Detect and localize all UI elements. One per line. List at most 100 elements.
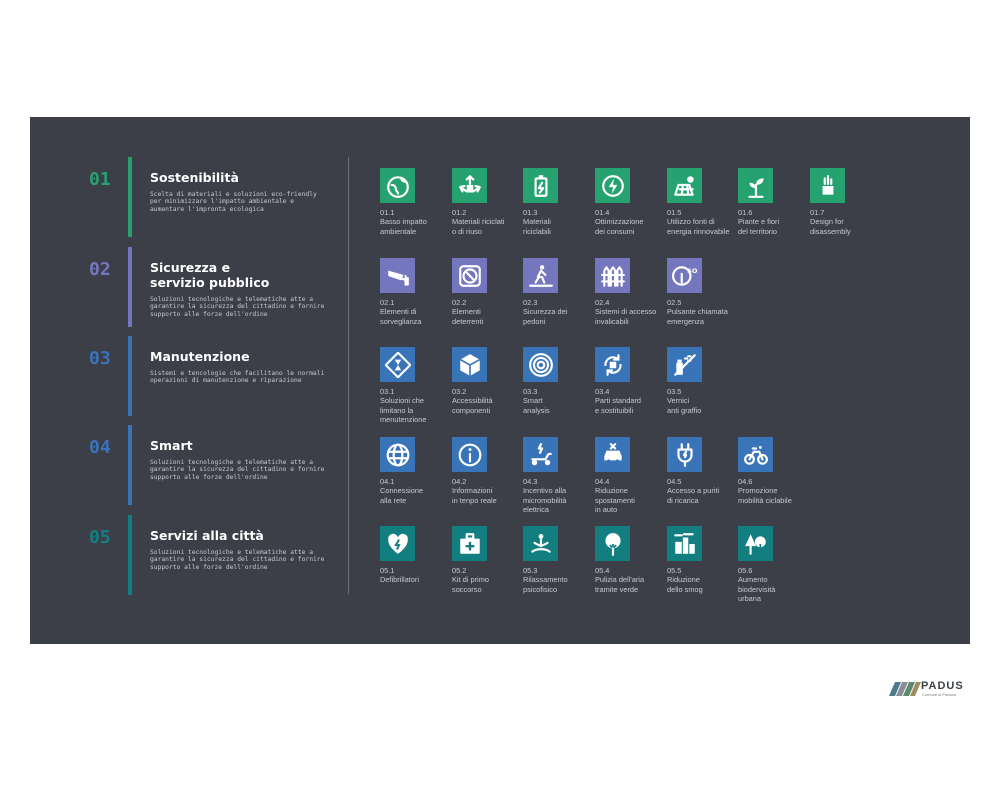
info-icon [452,437,487,472]
feature-code: 01.2 [452,208,467,217]
box-icon [452,347,487,382]
feature-code: 02.1 [380,298,395,307]
feature-label: Connessione alla rete [380,486,424,505]
feature-label: Piante e fiori del territorio [738,217,780,236]
feature-code: 04.1 [380,477,395,486]
feature-label: Utilizzo fonti di energia rinnovabile [667,217,730,236]
feature-label: Materiali riciclabili [523,217,551,236]
first-aid-kit-icon [452,526,487,561]
feature-code: 05.5 [667,566,682,575]
feature-label: Materiali riciclati o di riuso [452,217,505,236]
feature-label: Informazioni in tenpo reale [452,486,497,505]
feature-label: Defibrillatori [380,575,420,584]
feature-code: 01.7 [810,208,825,217]
hourglass-icon [380,347,415,382]
feature-label: Parti standard e sostituibili [595,396,642,415]
cctv-camera-icon [380,258,415,293]
city-smog-icon [667,526,702,561]
padus-logo: PADUS Comune di Padova [889,680,974,700]
section-accent-bar [128,247,132,327]
feature-label: Kit di primo soccorso [452,575,489,594]
feature-label: Accesso a puriti di ricarica [667,486,720,505]
section-number: 02 [89,259,111,280]
section-title: Manutenzione [150,349,250,364]
logo-name: PADUS [921,680,964,692]
padus-logo-mark-icon [889,682,921,696]
feature-label: Pulizia dell'aria tramite verde [595,575,645,594]
feature-code: 01.5 [667,208,682,217]
section-title: Sostenibilità [150,170,239,185]
section-description: Scelta di materiali e soluzioni eco-frie… [150,191,317,213]
forest-icon [738,526,773,561]
defibrillator-heart-icon [380,526,415,561]
fence-icon [595,258,630,293]
pedestrian-icon [523,258,558,293]
feature-code: 04.6 [738,477,753,486]
feature-code: 05.1 [380,566,395,575]
section-description: Sistemi e tencologie che facilitano le n… [150,370,325,385]
feature-code: 05.3 [523,566,538,575]
feature-label: Elementi di sorveglianza [380,307,422,326]
tree-icon [595,526,630,561]
recycle-icon [452,168,487,203]
sprout-icon [738,168,773,203]
feature-code: 02.4 [595,298,610,307]
feature-code: 01.3 [523,208,538,217]
section-title: Smart [150,438,193,453]
feature-code: 04.4 [595,477,610,486]
feature-code: 04.3 [523,477,538,486]
section-accent-bar [128,336,132,416]
globe-network-icon [380,437,415,472]
charging-plug-icon [667,437,702,472]
feature-code: 05.4 [595,566,610,575]
sos-button-icon: SOS [667,258,702,293]
e-scooter-icon [523,437,558,472]
replace-parts-icon [595,347,630,382]
feature-label: Vernici anti graffio [667,396,702,415]
section-accent-bar [128,157,132,237]
feature-code: 02.5 [667,298,682,307]
feature-label: Sicurezza dei pedoni [523,307,568,326]
recyclable-battery-icon [523,168,558,203]
section-number: 03 [89,348,111,369]
disassembly-icon [810,168,845,203]
feature-code: 01.4 [595,208,610,217]
feature-label: Incentivo alla micromobilità elettrica [523,486,567,514]
feature-label: Soluzioni che limitano la menutenzione [380,396,427,424]
feature-code: 02.3 [523,298,538,307]
spray-paint-icon [667,347,702,382]
feature-label: Rilassamento psicofisico [523,575,568,594]
infographic-panel [30,117,970,644]
feature-label: Ottimizzazione dei consumi [595,217,644,236]
feature-code: 02.2 [452,298,467,307]
logo-subtitle: Comune di Padova [922,692,957,697]
section-number: 01 [89,169,111,190]
feature-label: Promozione mobilità ciclabile [738,486,792,505]
section-accent-bar [128,425,132,505]
section-description: Soluzioni tecnologiche e telematiche att… [150,459,325,481]
feature-code: 03.3 [523,387,538,396]
section-title: Servizi alla città [150,528,264,543]
energy-bolt-icon [595,168,630,203]
car-icon [595,437,630,472]
feature-code: 04.2 [452,477,467,486]
